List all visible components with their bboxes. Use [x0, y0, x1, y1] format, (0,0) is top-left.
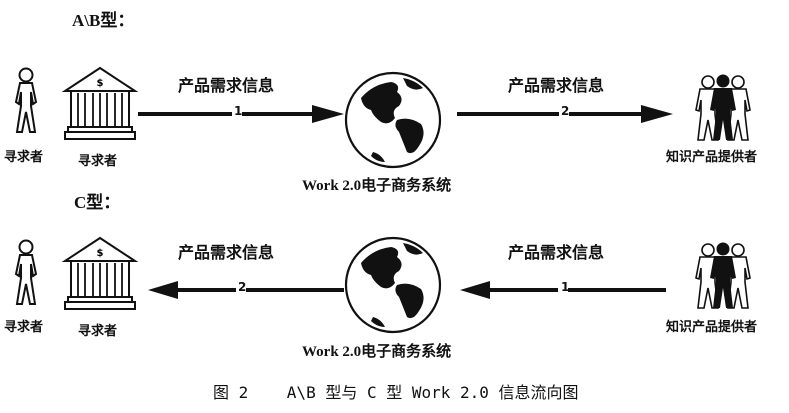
flow-label-left: 产品需求信息	[178, 243, 275, 262]
flow-step-right: 1	[561, 280, 570, 294]
bank-icon: $	[61, 66, 139, 140]
flow-label-right: 产品需求信息	[508, 76, 605, 95]
flow-label-left: 产品需求信息	[178, 76, 275, 95]
person-icon	[14, 67, 38, 133]
arrow-left-icon	[460, 281, 666, 299]
section-title-ab: A\B型：	[72, 11, 135, 30]
seeker-person-label: 寻求者	[4, 150, 44, 165]
bank-icon: $	[61, 236, 139, 310]
people-group-icon	[695, 242, 751, 309]
seeker-bank-label: 寻求者	[78, 154, 118, 169]
person-icon	[14, 239, 38, 305]
globe-icon	[344, 71, 442, 169]
arrow-right-icon	[457, 105, 673, 123]
flow-label-right: 产品需求信息	[508, 243, 605, 262]
svg-text:$: $	[97, 248, 104, 259]
arrow-left-icon	[148, 281, 344, 299]
flow-step-right: 2	[561, 104, 570, 118]
system-label: Work 2.0电子商务系统	[302, 344, 452, 360]
arrow-right-icon	[138, 105, 344, 123]
svg-text:$: $	[97, 78, 104, 89]
system-label: Work 2.0电子商务系统	[302, 178, 452, 194]
figure-caption: 图 2 A\B 型与 C 型 Work 2.0 信息流向图	[213, 383, 579, 402]
flow-step-left: 1	[234, 104, 243, 118]
provider-label: 知识产品提供者	[666, 320, 758, 335]
seeker-person-label: 寻求者	[4, 320, 44, 335]
seeker-bank-label: 寻求者	[78, 324, 118, 339]
flow-step-left: 2	[238, 280, 247, 294]
people-group-icon	[695, 74, 751, 141]
globe-icon	[344, 236, 442, 334]
section-title-c: C型：	[74, 193, 121, 212]
provider-label: 知识产品提供者	[666, 150, 758, 165]
